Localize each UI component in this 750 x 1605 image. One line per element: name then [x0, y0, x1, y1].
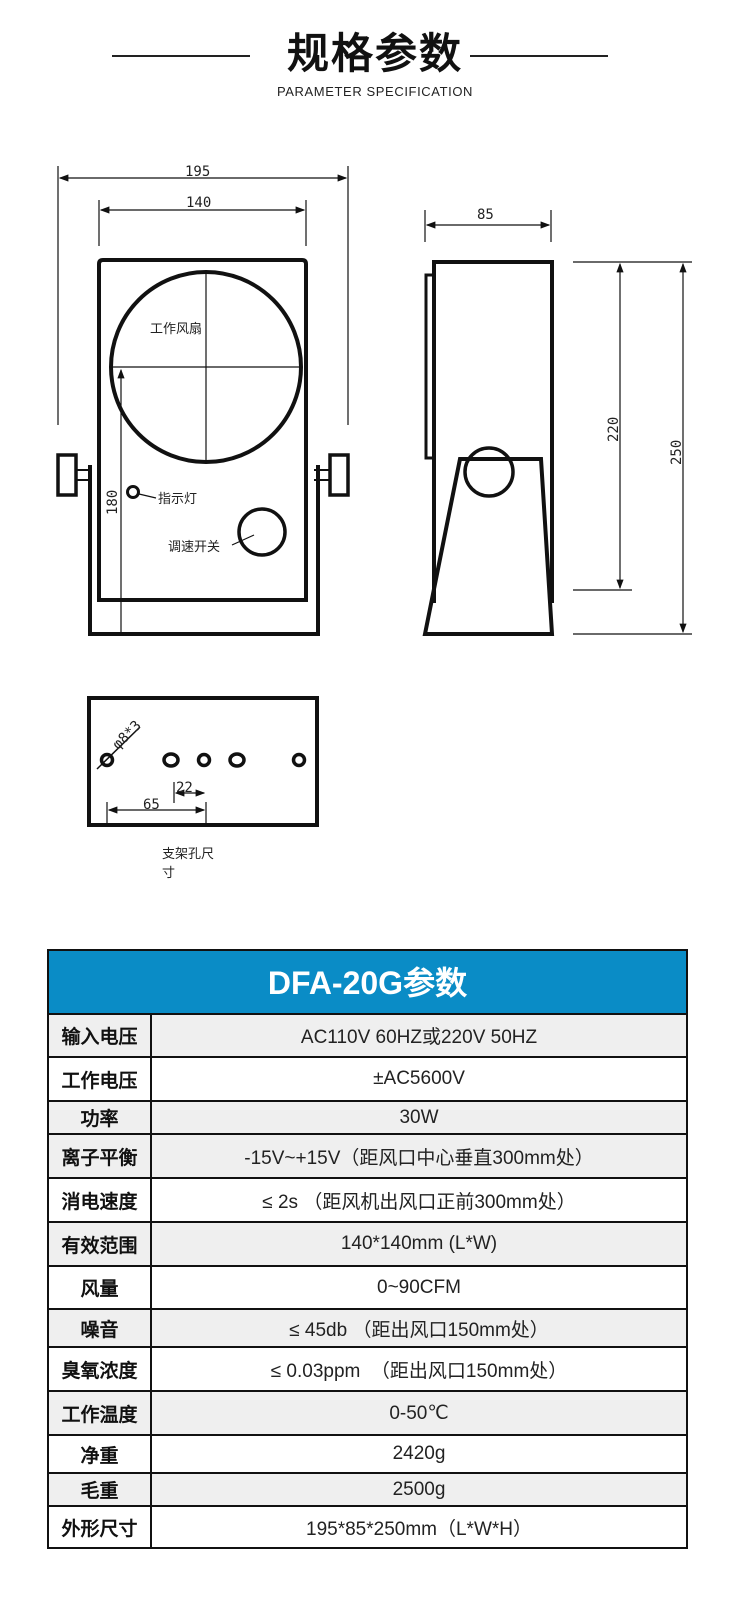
label-indicator: 指示灯 — [158, 492, 197, 507]
label-fan: 工作风扇 — [150, 321, 202, 337]
table-row: 工作温度 0-50℃ — [49, 1392, 686, 1436]
dim-140: 140 — [186, 195, 211, 211]
row-value: 30W — [399, 1106, 439, 1128]
row-label: 臭氧浓度 — [49, 1348, 152, 1390]
table-row: 净重 2420g — [49, 1436, 686, 1474]
bracket-caption-1: 支架孔尺 — [162, 847, 214, 862]
row-label: 外形尺寸 — [49, 1507, 152, 1547]
bracket-caption-2: 寸 — [162, 866, 175, 881]
row-value: ≤ 2s （距风机出风口正前300mm处） — [262, 1191, 576, 1213]
page-subtitle: PARAMETER SPECIFICATION — [276, 84, 474, 99]
row-value: 2420g — [392, 1443, 446, 1464]
bracket-view — [87, 696, 319, 827]
dim-220: 220 — [606, 417, 622, 442]
table-row: 有效范围 140*140mm (L*W) — [49, 1223, 686, 1267]
row-value: -15V~+15V（距风口中心垂直300mm处） — [244, 1147, 594, 1169]
row-label: 风量 — [49, 1267, 152, 1308]
title-divider-left — [112, 55, 250, 57]
dim-22: 22 — [176, 780, 193, 796]
dim-180: 180 — [105, 490, 121, 515]
row-value: 140*140mm (L*W) — [340, 1233, 498, 1254]
row-value: 195*85*250mm（L*W*H） — [306, 1518, 532, 1540]
table-row: 消电速度 ≤ 2s （距风机出风口正前300mm处） — [49, 1179, 686, 1223]
row-label: 离子平衡 — [49, 1135, 152, 1177]
row-label: 噪音 — [49, 1310, 152, 1346]
row-label: 工作温度 — [49, 1392, 152, 1434]
dim-65: 65 — [143, 797, 160, 813]
table-row: 臭氧浓度 ≤ 0.03ppm （距出风口150mm处） — [49, 1348, 686, 1392]
technical-drawing: 195 140 180 工作风扇 指示灯 调速开关 85 220 250 — [0, 140, 750, 900]
table-row: 功率 30W — [49, 1102, 686, 1135]
row-value: ≤ 45db （距出风口150mm处） — [289, 1319, 549, 1341]
table-row: 输入电压 AC110V 60HZ或220V 50HZ — [49, 1015, 686, 1058]
spec-table: DFA-20G参数 输入电压 AC110V 60HZ或220V 50HZ 工作电… — [47, 949, 688, 1549]
row-label: 消电速度 — [49, 1179, 152, 1221]
table-row: 外形尺寸 195*85*250mm（L*W*H） — [49, 1507, 686, 1547]
row-value: ≤ 0.03ppm （距出风口150mm处） — [270, 1360, 568, 1382]
row-value: ±AC5600V — [373, 1068, 465, 1089]
label-speed-switch: 调速开关 — [168, 540, 220, 555]
row-value: 2500g — [392, 1478, 446, 1500]
dim-hole: φ8*3 — [110, 718, 145, 753]
front-view — [56, 166, 350, 636]
table-row: 工作电压 ±AC5600V — [49, 1058, 686, 1102]
dim-195: 195 — [185, 164, 210, 180]
spec-table-title: DFA-20G参数 — [49, 951, 686, 1015]
row-value: 0~90CFM — [377, 1276, 461, 1298]
row-value: 0-50℃ — [389, 1402, 449, 1424]
row-label: 净重 — [49, 1436, 152, 1472]
section-title: 规格参数 PARAMETER SPECIFICATION — [0, 0, 750, 120]
table-row: 噪音 ≤ 45db （距出风口150mm处） — [49, 1310, 686, 1348]
title-divider-right — [470, 55, 608, 57]
row-label: 工作电压 — [49, 1058, 152, 1100]
row-label: 输入电压 — [49, 1015, 152, 1056]
table-row: 离子平衡 -15V~+15V（距风口中心垂直300mm处） — [49, 1135, 686, 1179]
row-value: AC110V 60HZ或220V 50HZ — [300, 1027, 538, 1048]
table-row: 毛重 2500g — [49, 1474, 686, 1507]
table-row: 风量 0~90CFM — [49, 1267, 686, 1310]
dim-250: 250 — [669, 440, 685, 465]
dim-85: 85 — [477, 207, 494, 223]
row-label: 功率 — [49, 1102, 152, 1133]
row-label: 有效范围 — [49, 1223, 152, 1265]
page-title: 规格参数 — [286, 29, 463, 78]
side-view — [422, 210, 692, 636]
row-label: 毛重 — [49, 1474, 152, 1505]
